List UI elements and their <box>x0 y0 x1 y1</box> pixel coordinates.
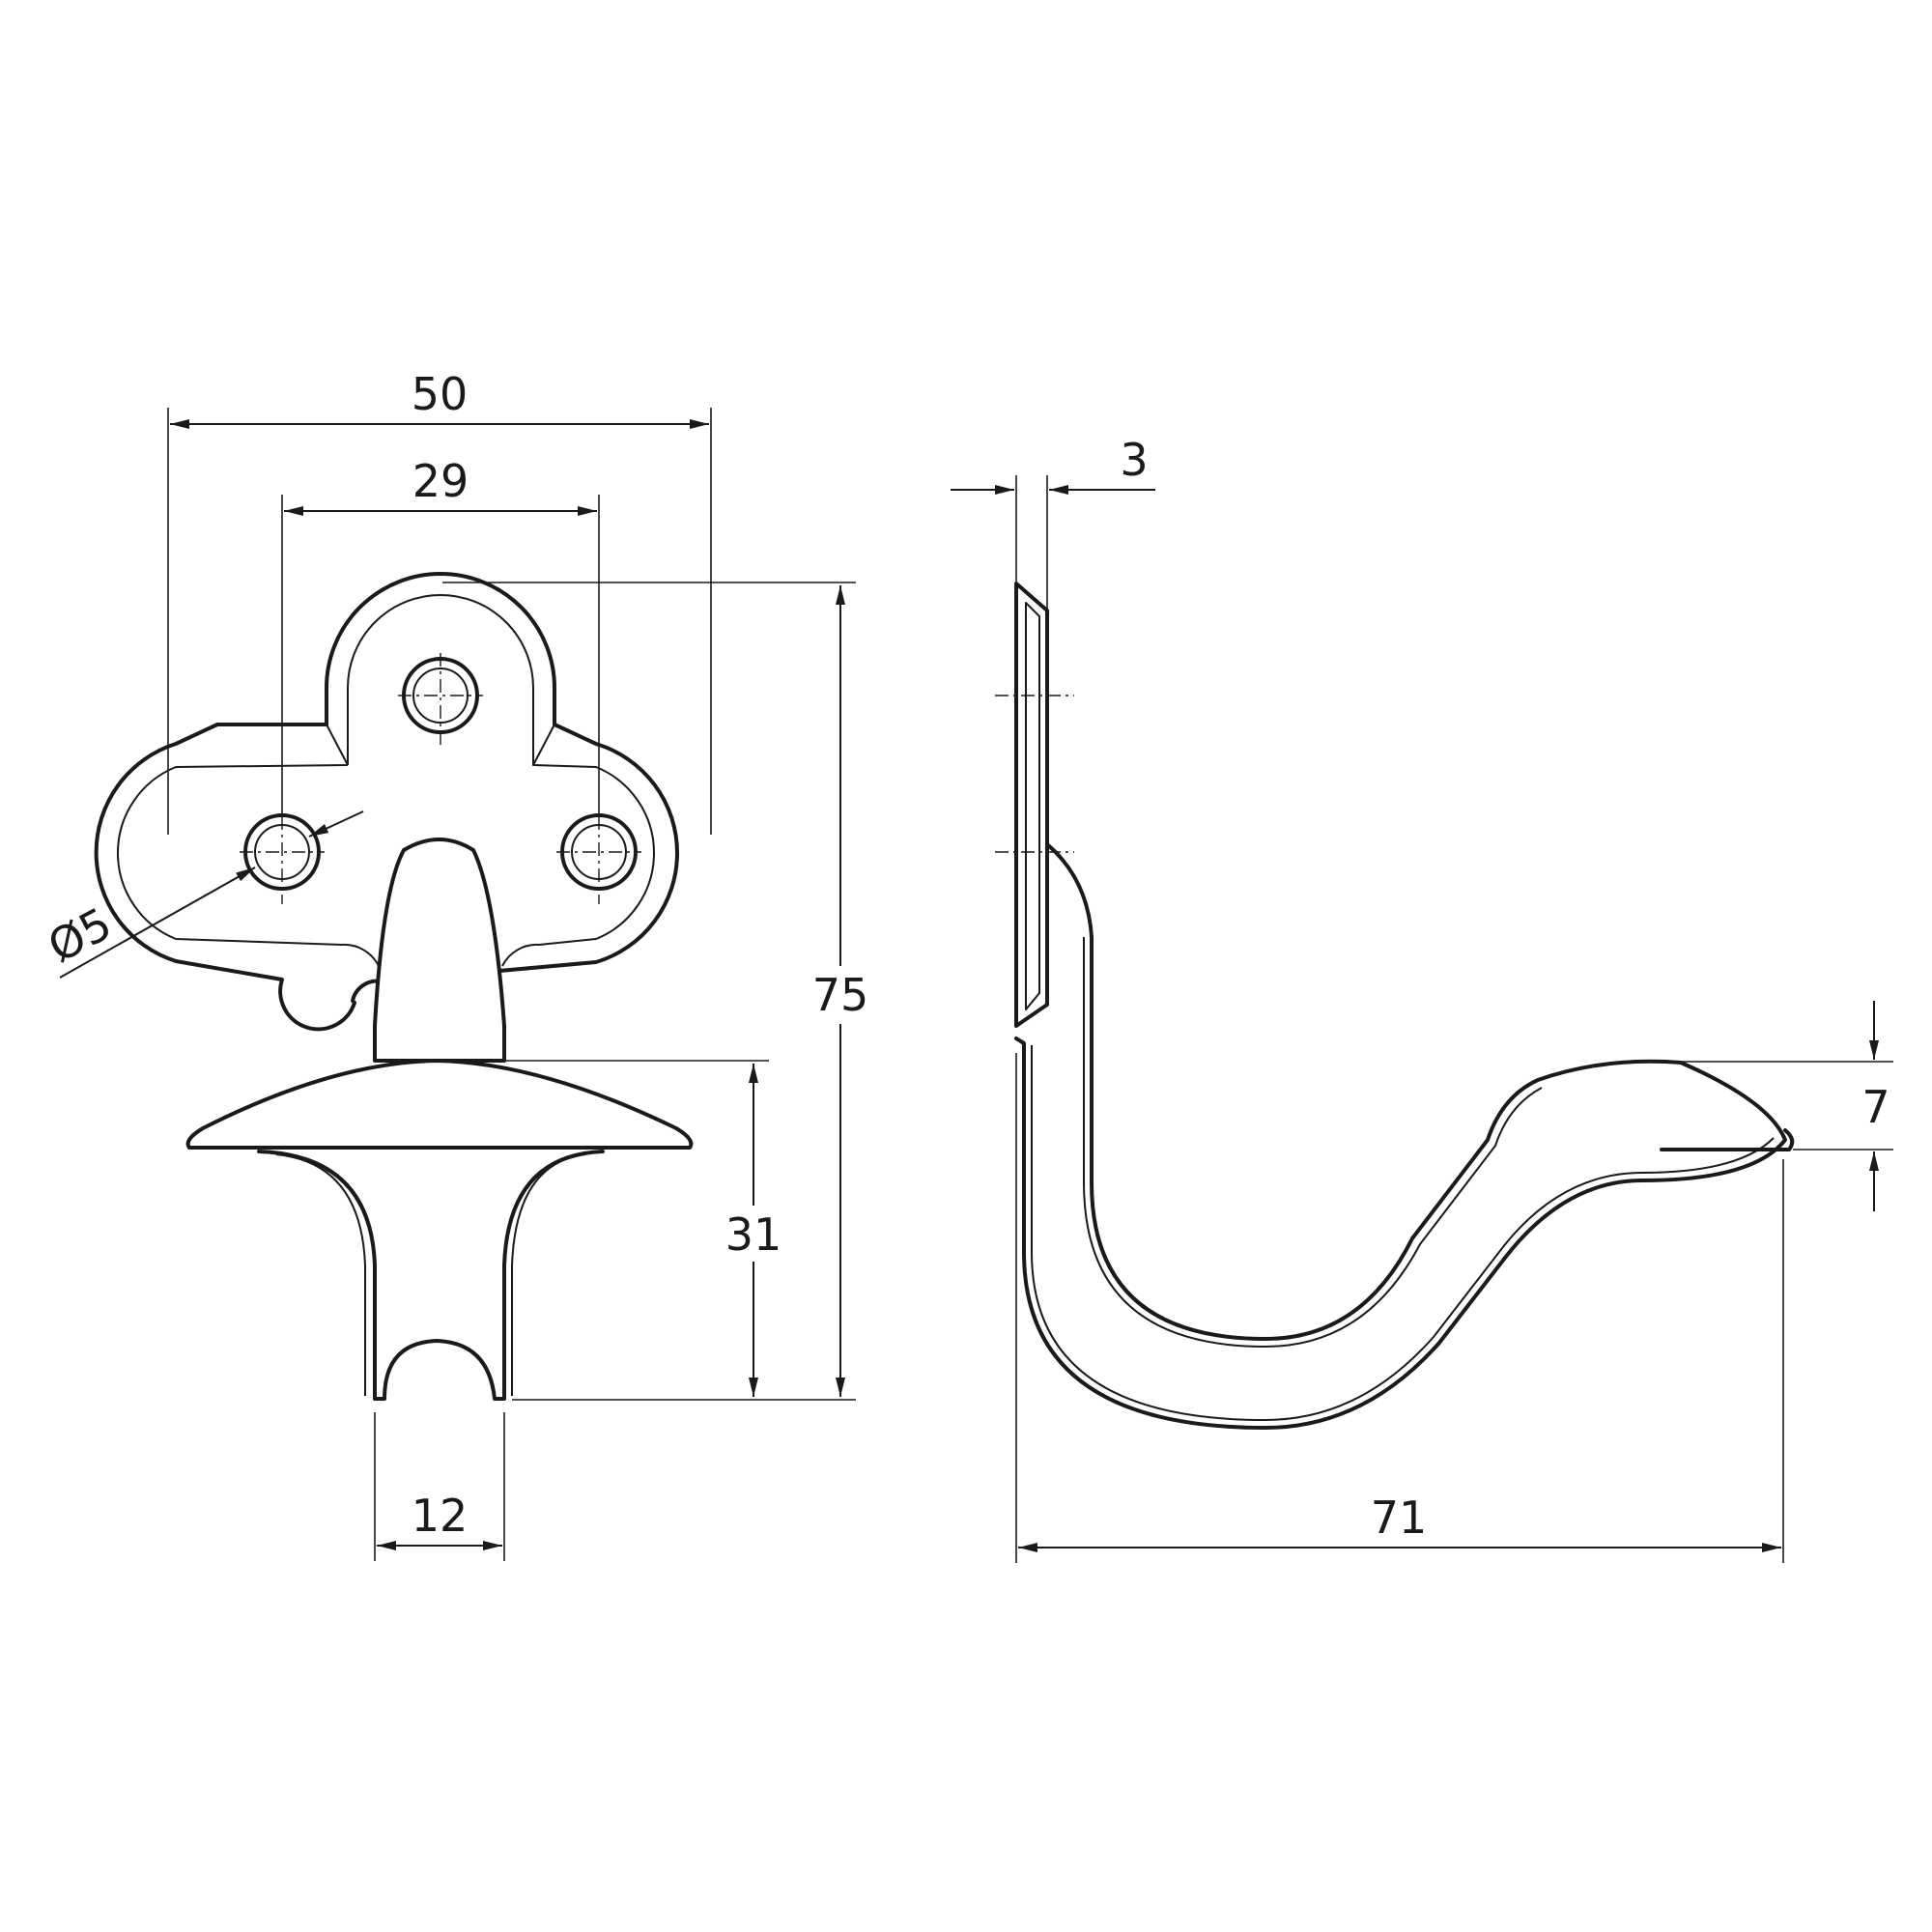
side-plate-inner <box>1025 602 1040 1010</box>
side-hook-tip <box>1660 1128 1795 1151</box>
dim-plate-thickness: 3 <box>951 434 1155 609</box>
dim-overall-height-label: 75 <box>812 969 869 1021</box>
side-hook-inner <box>1031 937 1775 1421</box>
hook-leg-left <box>257 1150 605 1401</box>
side-hook-profile <box>1014 842 1787 1430</box>
side-plate-profile <box>1014 582 1049 1028</box>
side-hole-centerlines <box>995 695 1074 853</box>
dim-plate-thickness-label: 3 <box>1120 434 1148 486</box>
dim-hole-spacing-label: 29 <box>412 455 469 507</box>
dim-hook-width-label: 12 <box>412 1490 469 1542</box>
side-view: 3 71 7 <box>951 434 1893 1563</box>
mounting-plate-outline <box>94 572 680 1032</box>
dim-overall-height: 75 <box>442 582 869 1401</box>
dim-hole-spacing: 29 <box>281 455 600 813</box>
hook-cap <box>185 1059 694 1150</box>
bevel-joint-left <box>326 724 349 766</box>
dim-hook-drop: 31 <box>506 1060 782 1397</box>
hook-stem <box>373 838 506 1063</box>
hook-leg-inner-left <box>275 1153 366 1396</box>
dim-tip-height-label: 7 <box>1861 1081 1889 1133</box>
screw-hole-top <box>402 657 479 734</box>
dim-hole-diameter-label: Ø5 <box>40 897 120 973</box>
dim-projection: 71 <box>1015 1053 1784 1563</box>
hook-leg-inner-right <box>511 1153 586 1396</box>
dim-projection-label: 71 <box>1371 1492 1428 1544</box>
bevel-joint-right <box>532 724 555 766</box>
dim-tip-height: 7 <box>1662 1001 1893 1211</box>
dim-hook-width: 12 <box>374 1412 505 1561</box>
front-view: 50 29 Ø5 75 31 <box>40 368 868 1561</box>
dim-overall-width: 50 <box>167 368 712 835</box>
dim-overall-width-label: 50 <box>412 368 469 420</box>
hole-centerlines <box>240 653 641 904</box>
dim-hook-drop-label: 31 <box>725 1208 782 1261</box>
mounting-plate-bevel <box>116 594 656 967</box>
